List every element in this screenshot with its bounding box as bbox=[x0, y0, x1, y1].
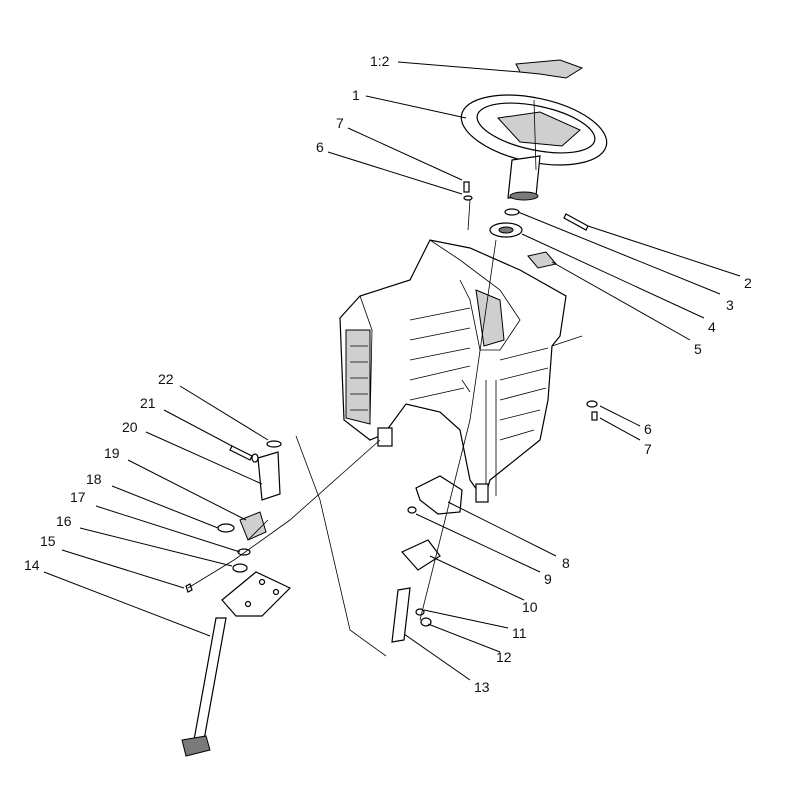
screw-top bbox=[463, 181, 473, 201]
callout-9: 9 bbox=[544, 571, 552, 587]
mounting-plate bbox=[221, 571, 292, 617]
callout-17: 17 bbox=[70, 489, 86, 505]
screw-15 bbox=[185, 583, 193, 593]
clamp-10 bbox=[401, 539, 441, 571]
nut-9 bbox=[407, 506, 417, 514]
assembly-lines bbox=[187, 99, 584, 657]
decal-plate bbox=[527, 251, 557, 269]
callout-3: 3 bbox=[726, 297, 734, 313]
washer-18 bbox=[217, 523, 235, 533]
callout-1-2: 1:2 bbox=[370, 53, 390, 69]
callout-12: 12 bbox=[496, 649, 512, 665]
callout-8: 8 bbox=[562, 555, 570, 571]
steering-wheel bbox=[460, 94, 608, 201]
leader-lines bbox=[43, 61, 741, 681]
callout-5: 5 bbox=[694, 341, 702, 357]
callout-19: 19 bbox=[104, 445, 120, 461]
pivot-bracket-19 bbox=[239, 511, 267, 541]
bolt-21 bbox=[229, 445, 259, 463]
callout-15: 15 bbox=[40, 533, 56, 549]
washer-6-right bbox=[586, 400, 598, 408]
screw-7-right bbox=[591, 411, 598, 421]
callout-11: 11 bbox=[512, 625, 527, 641]
spacer-tube-20 bbox=[257, 451, 281, 501]
callout-10: 10 bbox=[522, 599, 538, 615]
dash-housing bbox=[339, 239, 567, 503]
callout-7-top: 7 bbox=[336, 115, 344, 131]
callout-16: 16 bbox=[56, 513, 72, 529]
bushing-16 bbox=[232, 563, 248, 573]
washer-22 bbox=[266, 440, 282, 448]
steering-bushing bbox=[489, 222, 523, 238]
callout-1: 1 bbox=[352, 87, 360, 103]
callout-20: 20 bbox=[122, 419, 138, 435]
callout-7-right: 7 bbox=[644, 441, 652, 457]
callout-14: 14 bbox=[24, 557, 40, 573]
callout-22: 22 bbox=[158, 371, 174, 387]
callout-4: 4 bbox=[708, 319, 716, 335]
callout-6-right: 6 bbox=[644, 421, 652, 437]
callout-labels: 1:2 1 7 6 2 3 4 5 6 7 22 21 20 19 18 17 … bbox=[24, 53, 752, 695]
washer-top bbox=[504, 208, 520, 216]
roll-pin bbox=[563, 213, 589, 231]
pivot-tube-13 bbox=[391, 587, 411, 643]
steering-wheel-cap bbox=[515, 59, 584, 79]
callout-18: 18 bbox=[86, 471, 102, 487]
steering-shaft bbox=[181, 617, 227, 757]
callout-6-top: 6 bbox=[316, 139, 324, 155]
callout-2: 2 bbox=[744, 275, 752, 291]
bracket-8 bbox=[415, 475, 463, 515]
callout-21: 21 bbox=[140, 395, 156, 411]
callout-13: 13 bbox=[474, 679, 490, 695]
